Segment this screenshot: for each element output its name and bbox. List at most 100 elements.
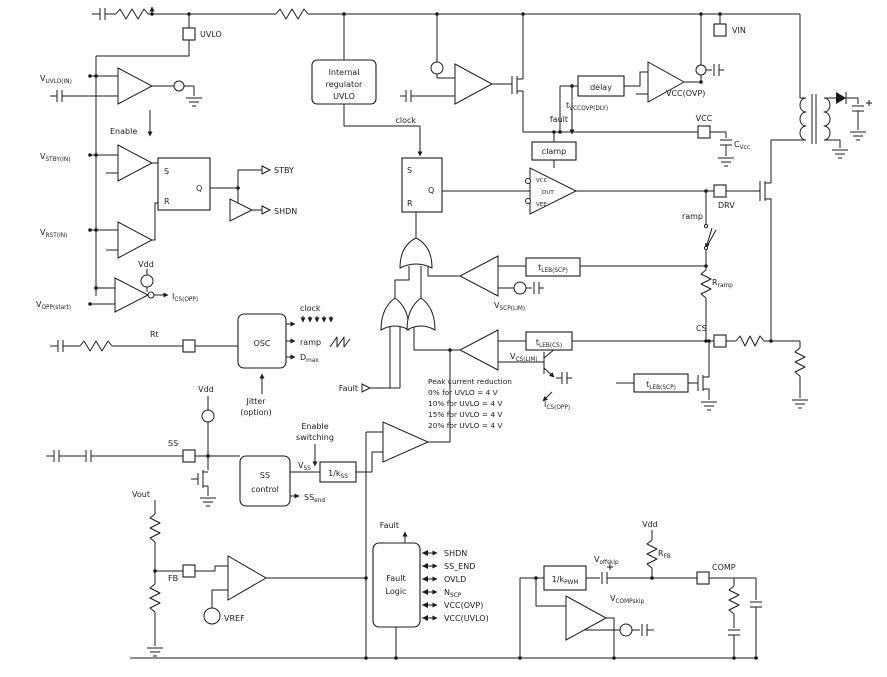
label-peak-1: 0% for UVLO = 4 V xyxy=(428,388,498,397)
current-source-reg xyxy=(430,61,444,75)
block-label-regulator-2: regulator xyxy=(326,80,363,89)
block-internal-regulator xyxy=(311,59,377,105)
latch2-s: S xyxy=(407,166,412,175)
pwm-comparator xyxy=(382,421,430,463)
error-amplifier xyxy=(227,555,267,601)
label-tlebscp-1: tLEB(SCP) xyxy=(538,263,568,274)
pin-label-fb: FB xyxy=(168,574,178,583)
comparator-vccovp xyxy=(647,61,686,103)
block-label-ss-1: SS xyxy=(260,471,270,480)
junction-dots xyxy=(88,12,773,660)
pin-cs xyxy=(713,334,727,348)
label-vout: Vout xyxy=(132,490,150,499)
label-fl-vccovp: VCC(OVP) xyxy=(444,601,483,610)
fl-arrow-1 xyxy=(422,550,428,556)
label-tlebscp-2: tLEB(SCP) xyxy=(646,380,676,391)
label-fault-logic-out: Fault xyxy=(380,521,399,530)
label-vdd-rfb: Vdd xyxy=(642,520,658,529)
shdn-arrow xyxy=(261,205,272,215)
label-jitter-2: (option) xyxy=(240,408,272,417)
pin-vin xyxy=(713,23,727,37)
latch2-q: Q xyxy=(428,186,434,195)
driver-vcc: VCC xyxy=(536,178,548,184)
gate-driver xyxy=(529,167,578,215)
text-labels: UVLO VIN VCC DRV CS Rt SS FB COMP VUVLO(… xyxy=(36,26,750,623)
label-enable: Enable xyxy=(110,127,137,136)
label-cvcc: CVcc xyxy=(734,140,750,151)
label-ssend: SSend xyxy=(304,493,325,504)
label-dmax: Dmax xyxy=(300,353,319,364)
label-vref: VREF xyxy=(224,614,245,623)
driver-out: OUT xyxy=(542,190,554,196)
source-vcompskip xyxy=(619,623,633,637)
pin-label-cs: CS xyxy=(696,324,707,333)
comparator-rst xyxy=(117,221,154,259)
pin-label-ss: SS xyxy=(168,439,178,448)
label-vdd-ss: Vdd xyxy=(198,385,214,394)
label-enable-switching-1: Enable xyxy=(301,422,328,431)
label-kss: 1/kSS xyxy=(328,469,348,480)
label-vuvlo: VUVLO(IN) xyxy=(40,74,72,85)
label-vopp: VOPP(start) xyxy=(36,300,71,311)
block-tlebcs xyxy=(525,331,573,351)
label-jitter-1: Jitter xyxy=(245,397,266,406)
source-vscplim xyxy=(513,281,527,295)
fl-arrow-3 xyxy=(422,576,428,582)
block-label-regulator-1: Internal xyxy=(329,68,360,77)
pin-label-drv: DRV xyxy=(718,201,735,210)
buffer-shdn xyxy=(229,198,254,222)
current-source-ovp xyxy=(695,64,707,76)
pin-fb xyxy=(182,564,196,578)
label-enable-switching-2: switching xyxy=(296,433,334,442)
comparator-cslim xyxy=(458,329,499,371)
current-source-ss xyxy=(201,409,215,423)
block-label-regulator-3: UVLO xyxy=(333,92,355,101)
label-rramp: Rramp xyxy=(712,278,733,289)
block-label-clamp: clamp xyxy=(542,147,566,156)
or-gate-main xyxy=(399,237,433,269)
one-shot-circle xyxy=(173,80,185,92)
stby-arrow xyxy=(261,165,272,175)
block-osc xyxy=(237,313,287,369)
label-tvccovp: tVCCOVP(DLY) xyxy=(566,101,608,112)
fault-arrow xyxy=(361,383,372,393)
label-kpwm: 1/kPWM xyxy=(552,575,579,586)
latch-standby xyxy=(157,157,211,211)
label-vss: VSS xyxy=(298,461,311,472)
label-fl-nscp: NSCP xyxy=(444,588,462,599)
block-ss-control xyxy=(239,455,291,507)
label-icsopp-2: ICS(OPP) xyxy=(544,400,570,411)
switch-contact-top xyxy=(703,223,709,229)
or-gate-right xyxy=(406,297,436,331)
latch1-r: R xyxy=(164,197,170,206)
pin-label-uvlo: UVLO xyxy=(200,30,222,39)
block-tlebscp-2 xyxy=(633,373,689,393)
label-fault-or: Fault xyxy=(339,384,358,393)
latch1-s: S xyxy=(164,167,169,176)
block-delay xyxy=(577,75,625,97)
block-label-osc: OSC xyxy=(254,339,271,348)
block-label-delay: delay xyxy=(590,83,612,92)
label-ramp-osc: ramp xyxy=(300,338,321,347)
label-rfb: RFB xyxy=(658,549,671,560)
label-fl-vccuvlo: VCC(UVLO) xyxy=(444,614,489,623)
block-fault-logic xyxy=(372,542,421,628)
label-vdd-opp: Vdd xyxy=(138,260,154,269)
pin-label-comp: COMP xyxy=(712,563,736,572)
fl-arrow-2 xyxy=(422,563,428,569)
skip-comparator xyxy=(565,595,608,641)
block-kss xyxy=(319,461,357,483)
inverter-bubble xyxy=(147,291,155,299)
comparator-uvlo xyxy=(117,67,154,105)
block-clamp xyxy=(531,141,577,161)
fl-arrow-4 xyxy=(422,589,428,595)
fl-arrow-6 xyxy=(422,615,428,621)
block-kpwm xyxy=(543,565,587,591)
or-gate-left xyxy=(380,297,410,331)
block-label-fl-1: Fault xyxy=(386,574,405,583)
current-source-opp xyxy=(140,274,154,288)
label-peak-4: 20% for UVLO = 4 V xyxy=(428,421,502,430)
